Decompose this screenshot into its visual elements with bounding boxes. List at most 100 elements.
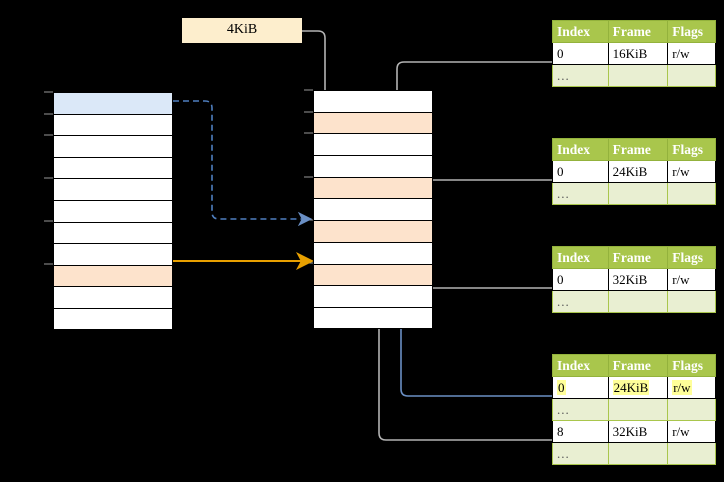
- memory-row: [313, 176, 433, 199]
- column-header-frame: Frame: [607, 354, 669, 377]
- cell-frame: 24KiB: [607, 160, 669, 183]
- table-row-ellipsis: ...: [552, 398, 716, 421]
- table-row-ellipsis: ...: [552, 182, 716, 205]
- table-header-row: Index Frame Flags: [552, 138, 716, 161]
- memory-row: [53, 199, 173, 222]
- table4-row8-to-memory-connector: [371, 264, 552, 441]
- cell-flags: r/w: [667, 420, 716, 443]
- column-header-frame: Frame: [607, 20, 669, 43]
- memory-row: [53, 264, 173, 287]
- column-header-index: Index: [552, 20, 609, 43]
- memory-row: [53, 113, 173, 136]
- cell-flags: r/w: [667, 376, 716, 399]
- memory-row: [313, 285, 433, 307]
- table1-to-memory-connector: [389, 61, 552, 184]
- column-header-flags: Flags: [667, 354, 716, 377]
- cell-flags: [667, 182, 716, 205]
- column-header-index: Index: [552, 138, 609, 161]
- memory-row: [313, 155, 433, 177]
- cell-flags: r/w: [667, 160, 716, 183]
- column-header-index: Index: [552, 246, 609, 269]
- highlighted-value: 24KiB: [612, 379, 650, 395]
- highlighted-value: 0: [557, 379, 566, 395]
- cell-index: 0: [552, 42, 609, 65]
- memory-row: [313, 90, 433, 112]
- cell-flags: [667, 442, 716, 465]
- cell-index: ...: [552, 64, 609, 87]
- virtual-page-to-frame-dashed-connector: [173, 100, 313, 227]
- left-column-tick-marks: [44, 91, 53, 265]
- cell-index: 0: [552, 376, 609, 399]
- table-row: 0 24KiB r/w: [552, 376, 716, 399]
- cell-frame: [607, 182, 669, 205]
- cell-flags: [667, 398, 716, 421]
- cell-frame: [607, 442, 669, 465]
- cell-flags: r/w: [667, 42, 716, 65]
- page-size-label: 4KiB: [182, 18, 302, 43]
- size-label-connector: [300, 30, 333, 121]
- table4-row0-to-memory-connector: [393, 214, 552, 397]
- cell-index: ...: [552, 398, 609, 421]
- cell-index: 0: [552, 160, 609, 183]
- table-header-row: Index Frame Flags: [552, 246, 716, 269]
- memory-row: [53, 178, 173, 200]
- table-row-ellipsis: ...: [552, 290, 716, 313]
- cell-index: 8: [552, 420, 609, 443]
- memory-row: [313, 133, 433, 156]
- memory-row: [53, 221, 173, 244]
- column-header-frame: Frame: [607, 138, 669, 161]
- memory-row: [313, 111, 433, 134]
- cell-index: 0: [552, 268, 609, 291]
- table-header-row: Index Frame Flags: [552, 20, 716, 43]
- memory-row: [53, 243, 173, 265]
- cell-frame: [607, 64, 669, 87]
- memory-row: [53, 307, 173, 330]
- cell-index: ...: [552, 182, 609, 205]
- cell-flags: [667, 64, 716, 87]
- memory-row: [313, 198, 433, 221]
- memory-row: [53, 286, 173, 308]
- memory-row: [53, 135, 173, 157]
- cell-frame: 24KiB: [607, 376, 669, 399]
- column-header-flags: Flags: [667, 138, 716, 161]
- memory-row: [53, 156, 173, 179]
- cell-frame: [607, 290, 669, 313]
- memory-row: [313, 263, 433, 286]
- column-header-index: Index: [552, 354, 609, 377]
- virtual-address-space-column: [53, 92, 173, 330]
- physical-memory-column: [313, 90, 433, 329]
- memory-row: [313, 241, 433, 264]
- table-header-row: Index Frame Flags: [552, 354, 716, 377]
- middle-column-tick-marks: [304, 89, 313, 264]
- cell-flags: r/w: [667, 268, 716, 291]
- memory-row: [313, 306, 433, 329]
- table-row-ellipsis: ...: [552, 442, 716, 465]
- cell-frame: [607, 398, 669, 421]
- memory-row: [53, 92, 173, 114]
- cell-frame: 32KiB: [607, 420, 669, 443]
- memory-row: [313, 220, 433, 242]
- cell-index: ...: [552, 290, 609, 313]
- cell-flags: [667, 290, 716, 313]
- cell-index: ...: [552, 442, 609, 465]
- table-row-ellipsis: ...: [552, 64, 716, 87]
- column-header-frame: Frame: [607, 246, 669, 269]
- cell-frame: 16KiB: [607, 42, 669, 65]
- highlighted-value: r/w: [672, 379, 692, 395]
- column-header-flags: Flags: [667, 20, 716, 43]
- column-header-flags: Flags: [667, 246, 716, 269]
